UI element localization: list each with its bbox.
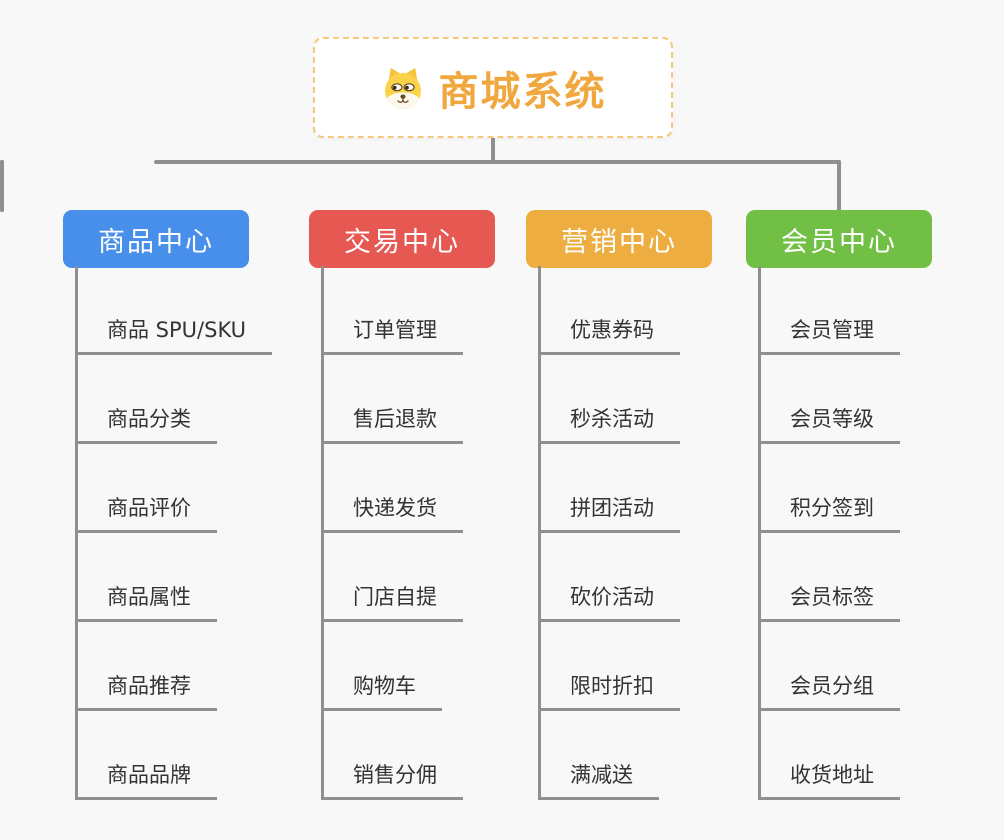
child-row: 拼团活动 [538, 444, 680, 533]
connector-root-stem [491, 138, 495, 162]
branch: 商品中心商品 SPU/SKU 商品分类商品评价商品属性商品推荐商品品牌 [63, 210, 273, 800]
child-row: 商品评价 [75, 444, 272, 533]
branch-label: 商品中心 [98, 226, 214, 258]
child-row: 会员分组 [758, 622, 900, 711]
child-row: 门店自提 [321, 533, 463, 622]
child-item[interactable]: 售后退款 [321, 406, 463, 444]
child-item[interactable]: 商品分类 [75, 406, 217, 444]
branch: 营销中心优惠券码秒杀活动拼团活动砍价活动限时折扣满减送 [526, 210, 712, 800]
child-row: 会员等级 [758, 355, 900, 444]
child-item[interactable]: 商品评价 [75, 495, 217, 533]
connector-drop [837, 160, 841, 212]
child-row: 商品分类 [75, 355, 272, 444]
branch-box[interactable]: 营销中心 [526, 210, 712, 268]
child-item[interactable]: 商品推荐 [75, 673, 217, 711]
branch-children: 会员管理会员等级积分签到会员标签会员分组收货地址 [758, 266, 900, 800]
child-row: 销售分佣 [321, 711, 463, 800]
child-row: 满减送 [538, 711, 680, 800]
child-item[interactable]: 商品品牌 [75, 762, 217, 800]
child-row: 商品品牌 [75, 711, 272, 800]
child-row: 商品属性 [75, 533, 272, 622]
child-item[interactable]: 会员标签 [758, 584, 900, 622]
child-row: 商品推荐 [75, 622, 272, 711]
child-item[interactable]: 会员管理 [758, 317, 900, 355]
branch-box[interactable]: 交易中心 [309, 210, 495, 268]
child-row: 积分签到 [758, 444, 900, 533]
root-topic[interactable]: 商城系统 [313, 37, 673, 138]
child-item[interactable]: 销售分佣 [321, 762, 463, 800]
branch-children: 优惠券码秒杀活动拼团活动砍价活动限时折扣满减送 [538, 266, 680, 800]
branch-label: 会员中心 [781, 226, 897, 258]
child-item[interactable]: 购物车 [321, 673, 442, 711]
child-row: 会员标签 [758, 533, 900, 622]
branch: 会员中心会员管理会员等级积分签到会员标签会员分组收货地址 [746, 210, 932, 800]
branch-label: 营销中心 [561, 226, 677, 258]
root-topic-label: 商城系统 [438, 68, 607, 115]
shiba-dog-icon [384, 67, 421, 109]
child-item[interactable]: 积分签到 [758, 495, 900, 533]
child-item[interactable]: 收货地址 [758, 762, 900, 800]
child-row: 会员管理 [758, 266, 900, 355]
child-item[interactable]: 会员分组 [758, 673, 900, 711]
child-item[interactable]: 订单管理 [321, 317, 463, 355]
connector-bus [154, 160, 841, 164]
child-row: 限时折扣 [538, 622, 680, 711]
branch-box[interactable]: 会员中心 [746, 210, 932, 268]
child-item[interactable]: 商品属性 [75, 584, 217, 622]
branch-label: 交易中心 [344, 226, 460, 258]
child-row: 订单管理 [321, 266, 463, 355]
child-row: 商品 SPU/SKU [75, 266, 273, 355]
child-row: 砍价活动 [538, 533, 680, 622]
child-item[interactable]: 优惠券码 [538, 317, 680, 355]
child-row: 购物车 [321, 622, 463, 711]
child-row: 售后退款 [321, 355, 463, 444]
child-item[interactable]: 满减送 [538, 762, 659, 800]
branch-box[interactable]: 商品中心 [63, 210, 249, 268]
child-item[interactable]: 商品 SPU/SKU [75, 317, 273, 355]
child-item[interactable]: 限时折扣 [538, 673, 680, 711]
connector-drop [0, 160, 4, 212]
child-item[interactable]: 门店自提 [321, 584, 463, 622]
child-item[interactable]: 快递发货 [321, 495, 463, 533]
child-item[interactable]: 拼团活动 [538, 495, 680, 533]
branch-children: 订单管理售后退款快递发货门店自提购物车销售分佣 [321, 266, 463, 800]
child-row: 快递发货 [321, 444, 463, 533]
child-row: 收货地址 [758, 711, 900, 800]
child-item[interactable]: 秒杀活动 [538, 406, 680, 444]
child-row: 优惠券码 [538, 266, 680, 355]
child-item[interactable]: 砍价活动 [538, 584, 680, 622]
branch-children: 商品 SPU/SKU 商品分类商品评价商品属性商品推荐商品品牌 [75, 266, 273, 800]
child-row: 秒杀活动 [538, 355, 680, 444]
branch: 交易中心订单管理售后退款快递发货门店自提购物车销售分佣 [309, 210, 495, 800]
child-item[interactable]: 会员等级 [758, 406, 900, 444]
